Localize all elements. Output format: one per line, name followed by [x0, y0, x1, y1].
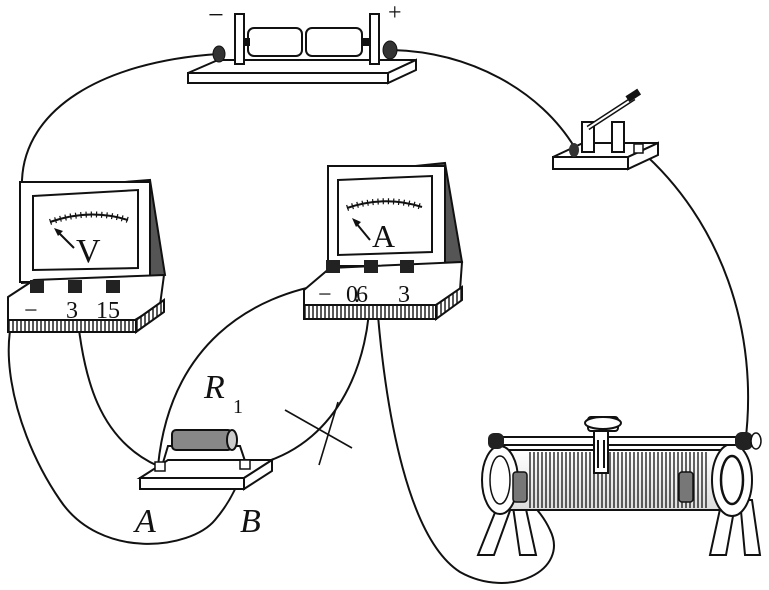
wire-switch-to-rheostat	[639, 149, 750, 446]
terminal-a-label: A	[133, 503, 156, 540]
knife-switch	[552, 88, 659, 171]
wire-battery-to-switch	[391, 49, 576, 149]
wire-ammeter-06-to-rheostat	[375, 289, 555, 584]
cross-mark	[284, 401, 353, 466]
battery-neg-sign: −	[208, 0, 224, 31]
ammeter: A − 0.6 3	[303, 161, 464, 321]
voltmeter-terminal-15: 15	[96, 298, 120, 324]
resistor-label: R	[203, 369, 225, 406]
voltmeter-terminal-3: 3	[66, 298, 78, 324]
voltmeter-terminal-neg: −	[24, 298, 38, 324]
voltmeter-symbol: V	[76, 233, 101, 270]
resistor-subscript: 1	[233, 396, 243, 418]
battery-pos-sign: +	[388, 0, 402, 26]
wire-ammeter-neg-to-a	[157, 282, 333, 467]
wire-voltmeter-neg-to-b	[7, 287, 244, 545]
terminal-b-label: B	[240, 503, 261, 540]
ammeter-symbol: A	[372, 218, 395, 254]
rheostat	[476, 416, 762, 556]
ammeter-terminal-3: 3	[398, 282, 410, 308]
resistor-r1: R 1 A B	[133, 369, 276, 540]
voltmeter: V − 3 15	[7, 178, 167, 334]
battery-holder	[187, 13, 417, 85]
ammeter-terminal-neg: −	[318, 282, 332, 308]
